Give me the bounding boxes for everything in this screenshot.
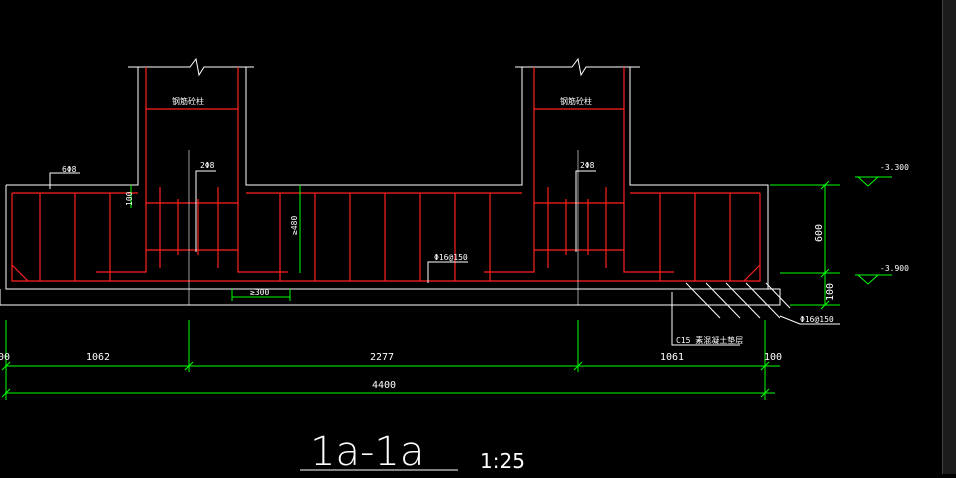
dim-row-4: 100 [764,352,782,363]
dim-total: 4400 [372,380,396,391]
dim-100-top: 100 [125,191,134,206]
dim-row-3: 1061 [660,352,684,363]
right-panel-edge [942,0,956,474]
elevation-top: -3.300 [880,163,909,172]
bar-right-label: 2Φ8 [580,161,595,170]
section-scale: 1:25 [480,449,525,473]
footing-outline [0,57,781,306]
elevation-bottom: -3.900 [880,264,909,273]
leader-lines [49,170,840,346]
dim-row-1: 1062 [86,352,110,363]
cushion-hatch [685,282,791,319]
dimension-ticks [1,180,830,398]
cushion-label: C15 素混凝土垫层 [676,335,743,345]
dim-height-600: 600 [814,224,825,242]
rebar-group [11,67,761,282]
dim-row-0: 100 [0,352,10,363]
bar-left-label: 2Φ8 [200,161,215,170]
bottom-bar-label: Φ16@150 [800,315,834,324]
column-right-label: 钢筋砼柱 [560,96,592,106]
dim-300-label: ≥300 [250,288,269,297]
dist-bar-label: Φ16@150 [434,253,468,262]
section-title: 1a-1a [310,429,424,474]
dim-row-2: 2277 [370,352,394,363]
column-left-label: 钢筋砼柱 [172,96,204,106]
axis-lines [188,150,579,305]
dim-480-label: ≥480 [290,216,299,235]
stirrup-top-label: 6Φ8 [62,165,77,174]
dimension-lines [5,176,892,400]
dim-cushion-100: 100 [825,283,836,301]
right-panel-divider [942,0,943,474]
